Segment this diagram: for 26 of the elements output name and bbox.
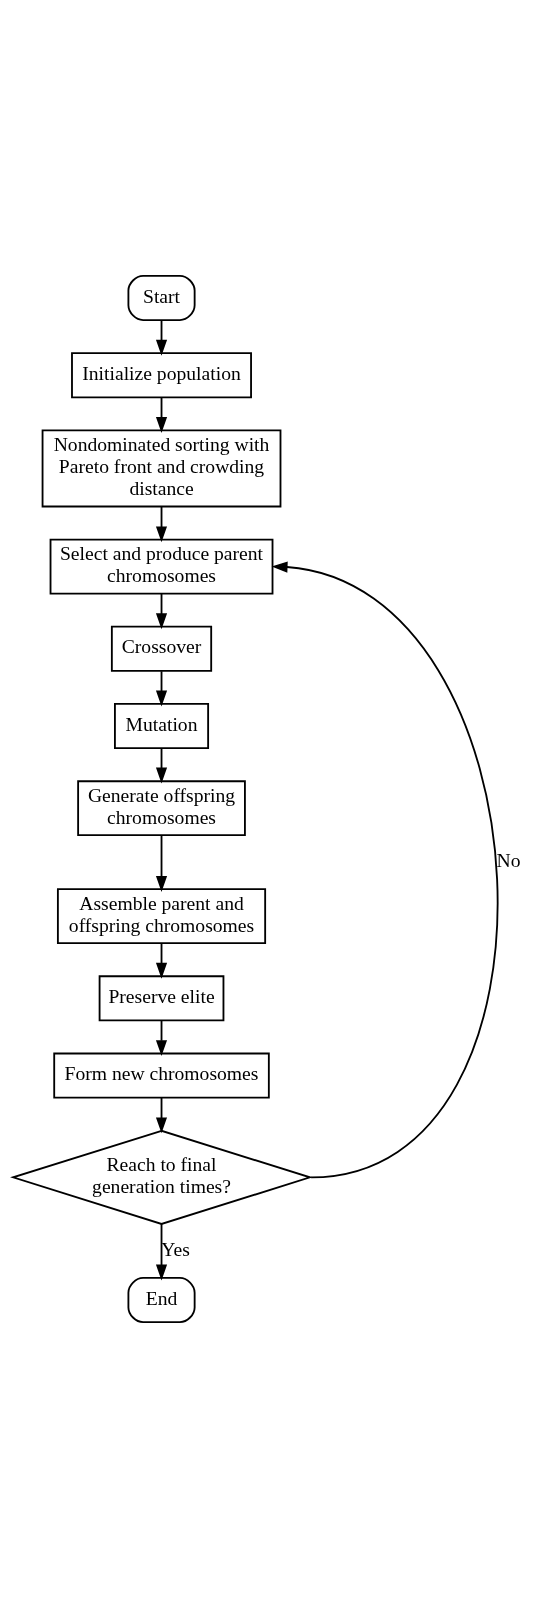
node-box: Nondominated sorting with Pareto front and crowding distance (41, 429, 282, 508)
node-box: End (127, 1277, 196, 1323)
edge-label: No (496, 849, 521, 871)
arrow (155, 942, 168, 979)
arrow (155, 1019, 168, 1057)
arrow (155, 319, 168, 356)
node-box: Crossover (110, 625, 213, 672)
edge-label: Yes (161, 1238, 190, 1260)
arrow (155, 506, 168, 543)
arrow (155, 670, 168, 707)
node-diamond: Reach to final generation times? (10, 1129, 313, 1225)
arrow (155, 396, 168, 434)
arrow (271, 561, 499, 1179)
arrow (155, 747, 168, 784)
node-box: Generate offspring chromosomes (77, 780, 246, 837)
node-box: Mutation (114, 703, 210, 749)
arrow (155, 593, 168, 630)
node-box: Start (127, 275, 196, 321)
node-box: Assemble parent and offspring chromosomes (56, 888, 267, 945)
arrow (155, 834, 168, 892)
arrow (155, 1096, 168, 1134)
arrow (155, 1223, 168, 1281)
node-box: Preserve elite (98, 975, 225, 1022)
node-box: Select and produce parent chromosomes (49, 538, 274, 595)
node-box: Form new chromosomes (53, 1052, 270, 1099)
node-box: Initialize population (71, 352, 252, 399)
